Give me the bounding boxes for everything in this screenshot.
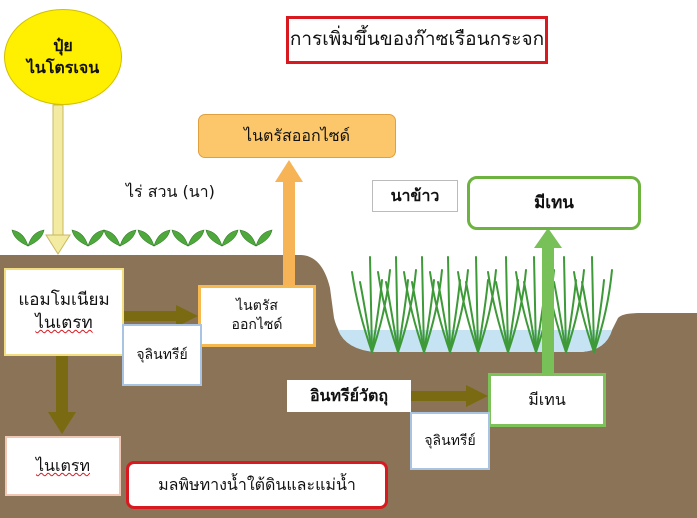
methane-emitted-text: มีเทน	[534, 192, 574, 213]
methane-soil-node: มีเทน	[488, 373, 606, 427]
organic-matter-text: อินทรีย์วัตถุ	[309, 386, 389, 406]
arrow-ammonium-to-n2o	[124, 305, 198, 327]
upland-label: ไร่ สวน (นา)	[126, 178, 246, 206]
nitrous-oxide-soil-node: ไนตรัสออกไซด์	[198, 285, 316, 347]
diagram-title: การเพิ่มขึ้นของก๊าซเรือนกระจก	[286, 16, 548, 64]
arrow-nitrous-oxide-up	[275, 160, 303, 285]
organic-matter-node: อินทรีย์วัตถุ	[287, 380, 411, 412]
arrow-fertilizer-to-soil	[45, 104, 71, 255]
nitrous-oxide-emitted-text: ไนตรัสออกไซด์	[244, 126, 350, 146]
arrow-methane-up	[534, 228, 562, 373]
ammonium-line2: ไนเตรท	[35, 313, 93, 333]
nitrate-leached-text: ไนเตรท	[36, 456, 90, 476]
microorganism-2-text: จุลินทรีย์	[424, 432, 476, 449]
pollution-text: มลพิษทางน้ำใต้ดินและแม่น้ำ	[158, 475, 356, 495]
microorganism-1-text: จุลินทรีย์	[136, 346, 188, 363]
methane-emitted-node: มีเทน	[467, 176, 641, 230]
arrow-ammonium-down	[48, 356, 76, 434]
nitrate-leached-node: ไนเตรท	[5, 436, 121, 496]
fertilizer-line2: ไนโตรเจน	[26, 58, 100, 77]
paddy-label: นาข้าว	[372, 180, 458, 212]
upland-label-text: ไร่ สวน (นา)	[126, 182, 215, 202]
paddy-label-text: นาข้าว	[390, 186, 440, 206]
ammonium-line1: แอมโมเนียม	[18, 290, 110, 311]
fertilizer-node: ปุ๋ยไนโตรเจน	[4, 9, 122, 105]
rice-plants	[351, 256, 613, 353]
arrow-organic-to-methane	[411, 385, 488, 407]
fertilizer-line1: ปุ๋ย	[53, 36, 73, 56]
methane-soil-text: มีเทน	[528, 390, 566, 410]
title-text: การเพิ่มขึ้นของก๊าซเรือนกระจก	[289, 28, 545, 51]
microorganism-node-1: จุลินทรีย์	[122, 324, 202, 386]
n2o-soil-line2: ออกไซด์	[231, 317, 283, 333]
pollution-node: มลพิษทางน้ำใต้ดินและแม่น้ำ	[126, 461, 388, 509]
microorganism-node-2: จุลินทรีย์	[410, 412, 490, 470]
ammonium-node: แอมโมเนียมไนเตรท	[4, 268, 124, 356]
upland-seedlings	[11, 229, 273, 247]
nitrous-oxide-emitted-node: ไนตรัสออกไซด์	[198, 114, 396, 158]
n2o-soil-line1: ไนตรัส	[236, 298, 278, 315]
